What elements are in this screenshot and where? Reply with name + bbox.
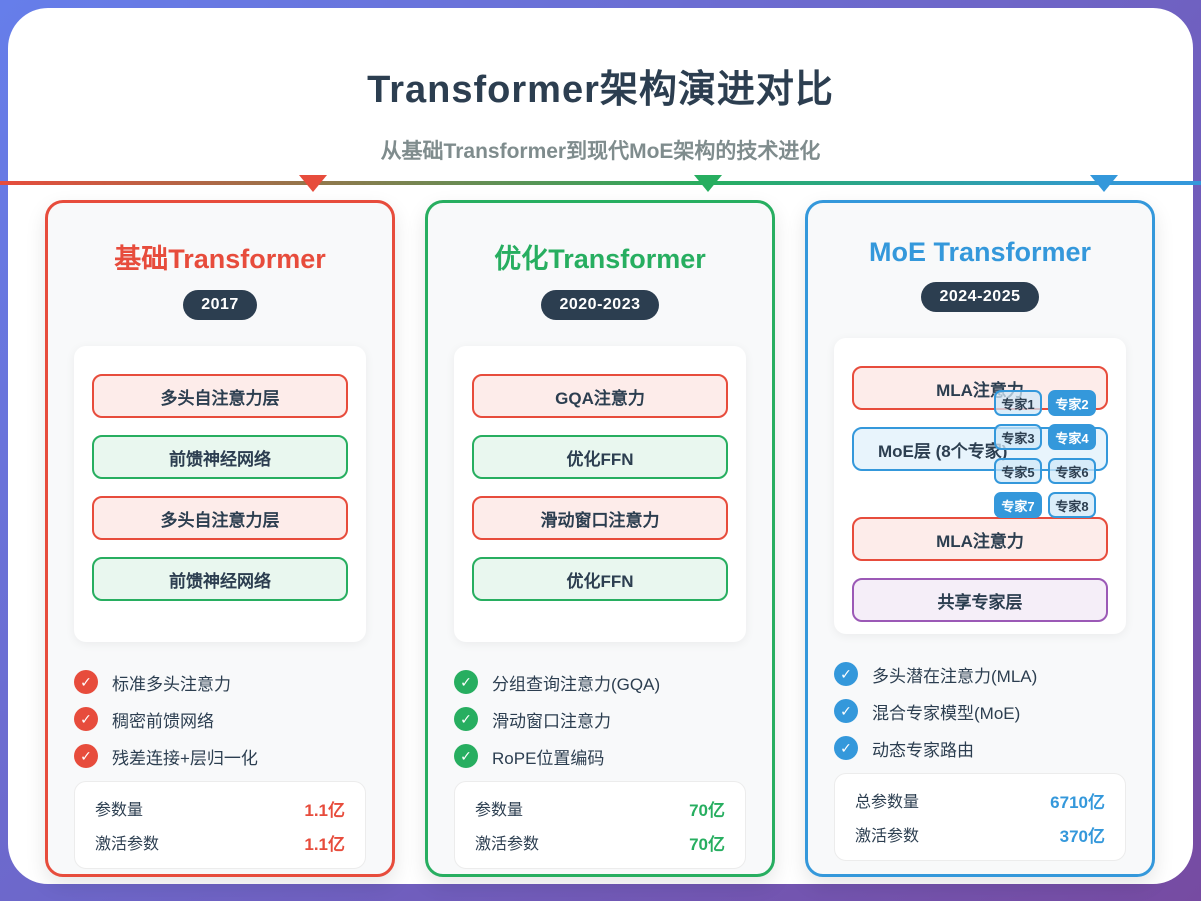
page-title: Transformer架构演进对比 [367, 69, 834, 111]
stat-label: 激活参数 [855, 828, 920, 845]
expert-chip: 专家1 [994, 390, 1042, 416]
card-basic: 基础Transformer 2017 多头自注意力层前馈神经网络多头自注意力层前… [45, 200, 395, 877]
feature-label: 多头潜在注意力(MLA) [872, 666, 1038, 686]
feature-label: 标准多头注意力 [112, 674, 231, 694]
feature-label: RoPE位置编码 [492, 748, 605, 768]
feature-list: ✓ 标准多头注意力 ✓ 稠密前馈网络 ✓ 残差连接+层归一化 [74, 670, 366, 768]
period-badge: 2024-2025 [921, 282, 1039, 312]
layer-block-ffn: 前馈神经网络 [92, 435, 348, 479]
feature-item: ✓ 混合专家模型(MoE) [834, 699, 1126, 723]
expert-chip-active: 专家7 [994, 492, 1042, 518]
layer-block-ffn: 优化FFN [472, 435, 728, 479]
layer-block-shared: 共享专家层 [852, 578, 1108, 622]
stat-label: 激活参数 [475, 836, 540, 853]
stat-row: 参数量 70亿 [475, 797, 725, 820]
feature-item: ✓ 稠密前馈网络 [74, 707, 366, 731]
timeline-marker-optimized [694, 175, 722, 192]
feature-label: 稠密前馈网络 [112, 711, 214, 731]
period-badge: 2020-2023 [541, 290, 659, 320]
feature-item: ✓ 滑动窗口注意力 [454, 707, 746, 731]
check-icon: ✓ [74, 707, 98, 731]
feature-item: ✓ 分组查询注意力(GQA) [454, 670, 746, 694]
check-icon: ✓ [834, 662, 858, 686]
feature-label: 分组查询注意力(GQA) [492, 674, 661, 694]
layer-stack: 多头自注意力层前馈神经网络多头自注意力层前馈神经网络 [92, 374, 348, 601]
check-icon: ✓ [454, 707, 478, 731]
stat-label: 参数量 [475, 802, 524, 819]
cards-row: 基础Transformer 2017 多头自注意力层前馈神经网络多头自注意力层前… [45, 200, 1155, 877]
feature-item: ✓ 标准多头注意力 [74, 670, 366, 694]
expert-chip: 专家6 [1048, 458, 1096, 484]
stat-row: 激活参数 70亿 [475, 831, 725, 854]
card-optimized: 优化Transformer 2020-2023 GQA注意力优化FFN 滑动窗口注… [425, 200, 775, 877]
architecture-panel: GQA注意力优化FFN 滑动窗口注意力优化FFN [454, 346, 746, 642]
stat-value: 1.1亿 [304, 800, 345, 820]
layer-block-attention: 滑动窗口注意力 [472, 496, 728, 540]
header: Transformer架构演进对比 从基础Transformer到现代MoE架构… [8, 8, 1193, 165]
check-icon: ✓ [834, 736, 858, 760]
architecture-panel: 多头自注意力层前馈神经网络多头自注意力层前馈神经网络 [74, 346, 366, 642]
card-title: 基础Transformer [114, 244, 326, 274]
feature-list: ✓ 多头潜在注意力(MLA) ✓ 混合专家模型(MoE) ✓ 动态专家路由 [834, 662, 1126, 760]
stat-label: 参数量 [95, 802, 144, 819]
page-subtitle: 从基础Transformer到现代MoE架构的技术进化 [380, 140, 821, 163]
stat-row: 激活参数 370亿 [855, 823, 1105, 846]
layer-block-attention: 多头自注意力层 [92, 496, 348, 540]
stat-value: 6710亿 [1050, 792, 1105, 812]
stat-label: 总参数量 [855, 794, 920, 811]
layer-stack: GQA注意力优化FFN 滑动窗口注意力优化FFN [472, 374, 728, 601]
layer-block-attention: 多头自注意力层 [92, 374, 348, 418]
feature-label: 残差连接+层归一化 [112, 748, 258, 768]
stat-value: 370亿 [1059, 826, 1105, 846]
timeline-gradient-line [0, 181, 1201, 185]
period-badge: 2017 [183, 290, 257, 320]
feature-label: 混合专家模型(MoE) [872, 703, 1021, 723]
timeline-marker-basic [299, 175, 327, 192]
stats-box: 总参数量 6710亿激活参数 370亿 [834, 773, 1126, 861]
check-icon: ✓ [834, 699, 858, 723]
timeline-marker-moe [1090, 175, 1118, 192]
stat-row: 激活参数 1.1亿 [95, 831, 345, 854]
card-title: MoE Transformer [868, 237, 1092, 267]
expert-chip-active: 专家4 [1048, 424, 1096, 450]
stat-row: 总参数量 6710亿 [855, 789, 1105, 812]
stat-value: 1.1亿 [304, 834, 345, 854]
feature-item: ✓ 多头潜在注意力(MLA) [834, 662, 1126, 686]
layer-block-ffn: 优化FFN [472, 557, 728, 601]
stat-label: 激活参数 [95, 836, 160, 853]
stat-row: 参数量 1.1亿 [95, 797, 345, 820]
check-icon: ✓ [74, 744, 98, 768]
stat-value: 70亿 [689, 800, 725, 820]
feature-label: 滑动窗口注意力 [492, 711, 611, 731]
feature-list: ✓ 分组查询注意力(GQA) ✓ 滑动窗口注意力 ✓ RoPE位置编码 [454, 670, 746, 768]
layer-block-attention: MLA注意力 [852, 517, 1108, 561]
stat-value: 70亿 [689, 834, 725, 854]
check-icon: ✓ [74, 670, 98, 694]
feature-label: 动态专家路由 [872, 740, 974, 760]
check-icon: ✓ [454, 670, 478, 694]
feature-item: ✓ 动态专家路由 [834, 736, 1126, 760]
expert-chip: 专家5 [994, 458, 1042, 484]
check-icon: ✓ [454, 744, 478, 768]
card-title: 优化Transformer [494, 244, 706, 274]
layer-block-attention: GQA注意力 [472, 374, 728, 418]
feature-item: ✓ 残差连接+层归一化 [74, 744, 366, 768]
expert-chip: 专家3 [994, 424, 1042, 450]
expert-chip-active: 专家2 [1048, 390, 1096, 416]
feature-item: ✓ RoPE位置编码 [454, 744, 746, 768]
layer-block-ffn: 前馈神经网络 [92, 557, 348, 601]
expert-chip: 专家8 [1048, 492, 1096, 518]
